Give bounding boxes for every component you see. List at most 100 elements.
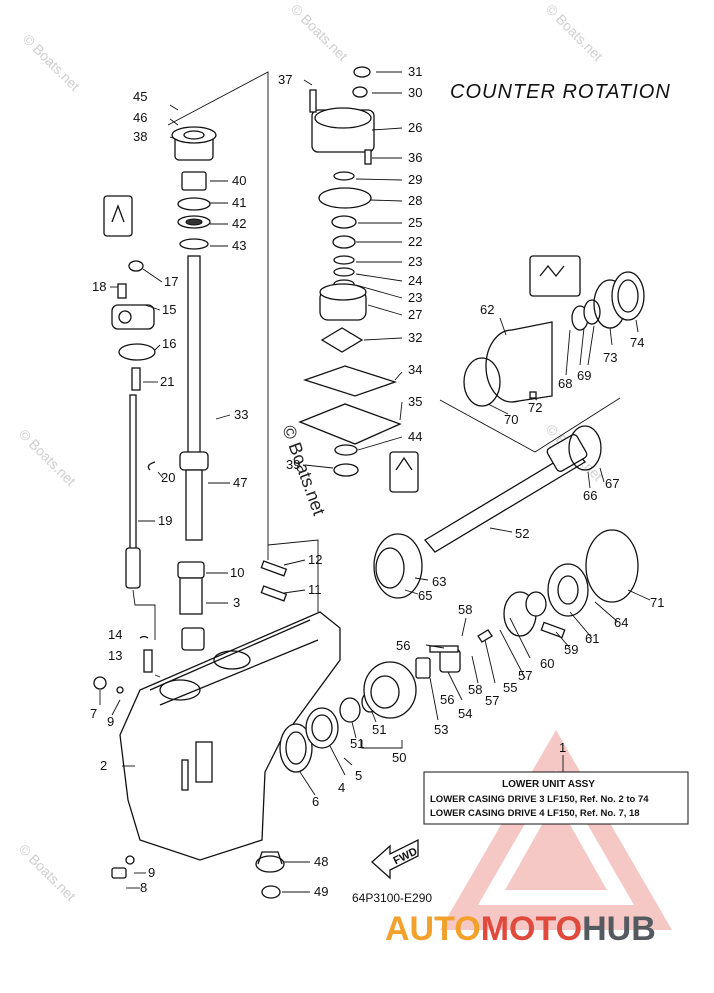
- callout-57: 57: [518, 668, 532, 683]
- callout-63: 63: [432, 574, 446, 589]
- callout-74: 74: [630, 335, 644, 350]
- callout-21: 21: [160, 374, 174, 389]
- callout-7: 7: [90, 706, 97, 721]
- callout-29: 29: [408, 172, 422, 187]
- callout-46: 46: [133, 110, 147, 125]
- callout-49: 49: [314, 884, 328, 899]
- callout-64: 64: [614, 615, 628, 630]
- watermark-text: © Boats.net: [20, 31, 83, 94]
- callout-61: 61: [585, 631, 599, 646]
- forward-gear-bearings: [279, 661, 417, 773]
- callout-47: 47: [233, 475, 247, 490]
- fwd-label: FWD: [392, 846, 420, 868]
- callout-1: 1: [559, 740, 566, 755]
- callout-23: 23: [408, 254, 422, 269]
- callout-14: 14: [108, 627, 122, 642]
- watermark-text: © Boats.net: [543, 1, 606, 64]
- callout-5: 5: [355, 768, 362, 783]
- callout-70: 70: [504, 412, 518, 427]
- callout-66: 66: [583, 488, 597, 503]
- callout-8: 8: [140, 880, 147, 895]
- shift-rod-assembly: [103, 195, 156, 640]
- callout-4: 4: [338, 780, 345, 795]
- callout-72: 72: [528, 400, 542, 415]
- bearing-housing-assembly: [373, 255, 645, 599]
- brand-auto: AUTOMOTOHUB: [385, 910, 656, 948]
- callout-2: 2: [100, 758, 107, 773]
- callout-52: 52: [515, 526, 529, 541]
- callout-20: 20: [161, 470, 175, 485]
- callout-10: 10: [230, 565, 244, 580]
- callout-36: 36: [408, 150, 422, 165]
- callout-73: 73: [603, 350, 617, 365]
- callout-19: 19: [158, 513, 172, 528]
- callout-53: 53: [434, 722, 448, 737]
- callout-59: 59: [564, 642, 578, 657]
- callout-12: 12: [308, 552, 322, 567]
- callout-68: 68: [558, 376, 572, 391]
- callout-30: 30: [408, 85, 422, 100]
- callout-16: 16: [162, 336, 176, 351]
- callout-33: 33: [234, 407, 248, 422]
- callout-13: 13: [108, 648, 122, 663]
- callout-57b: 57: [485, 693, 499, 708]
- keys: [260, 539, 319, 612]
- callout-69: 69: [577, 368, 591, 383]
- callout-15: 15: [162, 302, 176, 317]
- callout-11: 11: [308, 582, 322, 597]
- lower-casing: [93, 611, 341, 879]
- pinion-gear: [255, 851, 285, 899]
- callout-39: 39: [286, 457, 300, 472]
- callout-56: 56: [396, 638, 410, 653]
- watermark-text: © Boats.net: [16, 841, 79, 904]
- callout-31: 31: [408, 64, 422, 79]
- callout-25: 25: [408, 215, 422, 230]
- callout-35: 35: [408, 394, 422, 409]
- callout-18: 18: [92, 279, 106, 294]
- callout-40: 40: [232, 173, 246, 188]
- callout-38: 38: [133, 129, 147, 144]
- water-pump-assembly: [298, 66, 419, 493]
- callout-6: 6: [312, 794, 319, 809]
- callout-9b: 9: [107, 714, 114, 729]
- callout-58b: 58: [468, 682, 482, 697]
- watermark-text: © Boats.net: [16, 426, 79, 489]
- fwd-arrow: FWD: [371, 838, 420, 880]
- drive-shaft-assembly: [167, 71, 269, 651]
- callout-24: 24: [408, 273, 422, 288]
- callout-17: 17: [164, 274, 178, 289]
- info-box-line2: LOWER CASING DRIVE 4 LF150, Ref. No. 7, …: [430, 808, 640, 819]
- callout-32: 32: [408, 330, 422, 345]
- callout-45: 45: [133, 89, 147, 104]
- callout-71: 71: [650, 595, 664, 610]
- callout-22: 22: [408, 234, 422, 249]
- automotohub-logo: AUTOMOTOHUB: [385, 730, 672, 948]
- callout-27: 27: [408, 307, 422, 322]
- callout-51: 51: [350, 736, 364, 751]
- callout-9: 9: [148, 865, 155, 880]
- callout-42: 42: [232, 216, 246, 231]
- callout-55: 55: [503, 680, 517, 695]
- callout-67: 67: [605, 476, 619, 491]
- callout-51b: 51: [372, 722, 386, 737]
- callout-48: 48: [314, 854, 328, 869]
- info-box: 1 LOWER UNIT ASSY LOWER CASING DRIVE 3 L…: [423, 740, 689, 825]
- callout-34: 34: [408, 362, 422, 377]
- watermark-text: © Boats.net: [288, 1, 351, 64]
- callout-44: 44: [408, 429, 422, 444]
- callout-58: 58: [458, 602, 472, 617]
- callout-56b: 56: [440, 692, 454, 707]
- callout-23b: 23: [408, 290, 422, 305]
- callout-54: 54: [458, 706, 472, 721]
- callout-leaders: [99, 71, 651, 893]
- callout-28: 28: [408, 193, 422, 208]
- callout-62: 62: [480, 302, 494, 317]
- propeller-shaft-assembly: [415, 434, 639, 679]
- diagram-title: COUNTER ROTATION: [450, 81, 671, 103]
- callout-41: 41: [232, 195, 246, 210]
- callout-numbers: 2 3 4 5 6 7 8 9 9 10 11 12 13 14 15 16 1…: [90, 64, 664, 899]
- callout-50: 50: [392, 750, 406, 765]
- callout-65: 65: [418, 588, 432, 603]
